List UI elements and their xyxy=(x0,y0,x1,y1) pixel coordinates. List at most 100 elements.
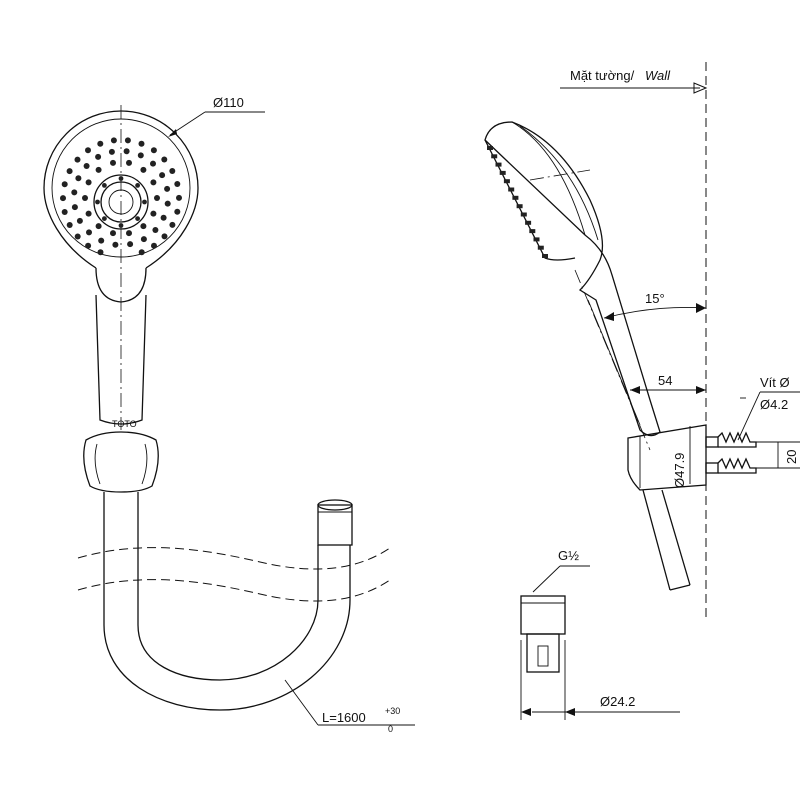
spray-hole xyxy=(140,166,147,173)
ring-nozzle xyxy=(135,216,141,222)
spray-hole xyxy=(127,241,134,248)
hose-length-leader xyxy=(284,679,319,726)
spray-hole xyxy=(159,172,166,179)
side-nozzle xyxy=(491,154,498,159)
spray-hole xyxy=(126,230,132,237)
side-nozzle xyxy=(508,187,515,192)
angle-label: 15° xyxy=(645,291,665,306)
ring-nozzle xyxy=(95,199,100,205)
side-head-outline xyxy=(484,121,661,437)
side-nozzle xyxy=(503,179,510,184)
spray-hole xyxy=(66,222,73,228)
spray-hole xyxy=(95,223,102,230)
spray-face xyxy=(484,139,576,261)
front-view: TOTO Ø110 L=1600 +30 0 xyxy=(43,95,415,734)
screw-label: Vít Ø xyxy=(760,375,790,390)
spray-hole xyxy=(150,210,157,217)
spray-hole xyxy=(74,156,81,163)
break-line-lower xyxy=(77,579,391,602)
spray-hole xyxy=(61,181,68,188)
side-view: Mặt tường/ Wall 15° 54 Ø47.9 xyxy=(484,62,800,720)
wall-screw-upper xyxy=(705,431,757,448)
spray-holes xyxy=(60,137,182,256)
spray-hole xyxy=(95,166,102,173)
spray-hole xyxy=(152,227,159,233)
spray-hole xyxy=(161,156,168,163)
spray-hole xyxy=(169,221,176,228)
spray-hole xyxy=(71,204,78,211)
screw-spacing-label: 20 xyxy=(784,450,799,464)
spray-hole xyxy=(137,152,144,159)
shower-head-outline xyxy=(43,110,199,269)
spray-hole xyxy=(174,208,181,215)
head-collar xyxy=(95,267,147,303)
thread-nut xyxy=(520,595,566,673)
spray-hole xyxy=(97,249,104,256)
spray-hole xyxy=(161,233,168,240)
spray-hole xyxy=(138,249,145,256)
brand-mark: TOTO xyxy=(112,419,137,429)
head-diameter-label: Ø110 xyxy=(213,95,244,110)
spray-hole xyxy=(140,223,147,230)
spray-hole xyxy=(74,233,81,240)
spray-hole xyxy=(154,195,160,201)
spray-hole xyxy=(110,159,116,166)
ring-nozzle xyxy=(102,183,107,188)
side-nozzle xyxy=(512,195,519,200)
spray-hole xyxy=(110,230,116,237)
hose-end-nut xyxy=(317,504,353,546)
offset-label: 54 xyxy=(658,373,672,388)
hose-tolerance-minus: 0 xyxy=(388,724,393,734)
spray-hole xyxy=(82,195,88,201)
spray-hole xyxy=(160,214,167,221)
bracket-height-label: Ø47.9 xyxy=(672,453,687,488)
wall-screw-lower xyxy=(705,457,757,474)
spray-hole xyxy=(164,185,171,192)
spray-hole xyxy=(112,241,119,248)
spray-hole xyxy=(95,153,102,160)
wall-label-en: Wall xyxy=(645,68,671,83)
side-nozzle xyxy=(529,229,536,234)
spray-hole xyxy=(60,195,66,202)
side-nozzle xyxy=(533,237,540,242)
hose-length-label: L=1600 xyxy=(322,710,366,725)
ring-nozzle xyxy=(142,199,147,205)
spray-hole xyxy=(61,209,68,215)
side-nozzle xyxy=(487,146,493,150)
wall-label-vi: Mặt tường/ xyxy=(570,68,635,83)
spray-hole xyxy=(176,194,182,201)
side-nozzle xyxy=(525,220,532,225)
hose-loop-inner xyxy=(137,545,319,681)
spray-hole xyxy=(169,168,176,174)
side-nozzles xyxy=(487,146,548,258)
side-nozzle xyxy=(516,204,523,209)
arrowhead xyxy=(168,129,177,137)
side-nozzle xyxy=(542,254,548,258)
hose-loop-outer xyxy=(103,545,351,711)
ring-nozzle xyxy=(118,223,124,228)
hose-tolerance-plus: +30 xyxy=(385,706,400,716)
nut-diameter-label: Ø24.2 xyxy=(600,694,635,709)
side-nozzle xyxy=(499,170,506,175)
side-nozzle xyxy=(495,162,502,167)
spray-hole xyxy=(85,242,92,249)
side-nozzle xyxy=(537,245,544,250)
spray-hole xyxy=(124,137,131,144)
spray-hole xyxy=(138,140,145,147)
spray-hole xyxy=(164,200,171,207)
spray-hole xyxy=(150,160,156,167)
spray-hole xyxy=(151,242,157,249)
head-face-rim xyxy=(51,118,191,258)
ring-nozzle xyxy=(135,183,141,188)
ring-nozzle xyxy=(102,216,107,222)
spray-hole xyxy=(76,217,83,224)
front-bracket xyxy=(83,431,159,493)
wall-arrowhead xyxy=(693,82,708,94)
spray-hole xyxy=(126,159,132,166)
center-hub xyxy=(108,189,134,215)
break-line-upper xyxy=(77,547,391,570)
screw-leader xyxy=(737,391,761,441)
spray-hole xyxy=(150,147,157,154)
